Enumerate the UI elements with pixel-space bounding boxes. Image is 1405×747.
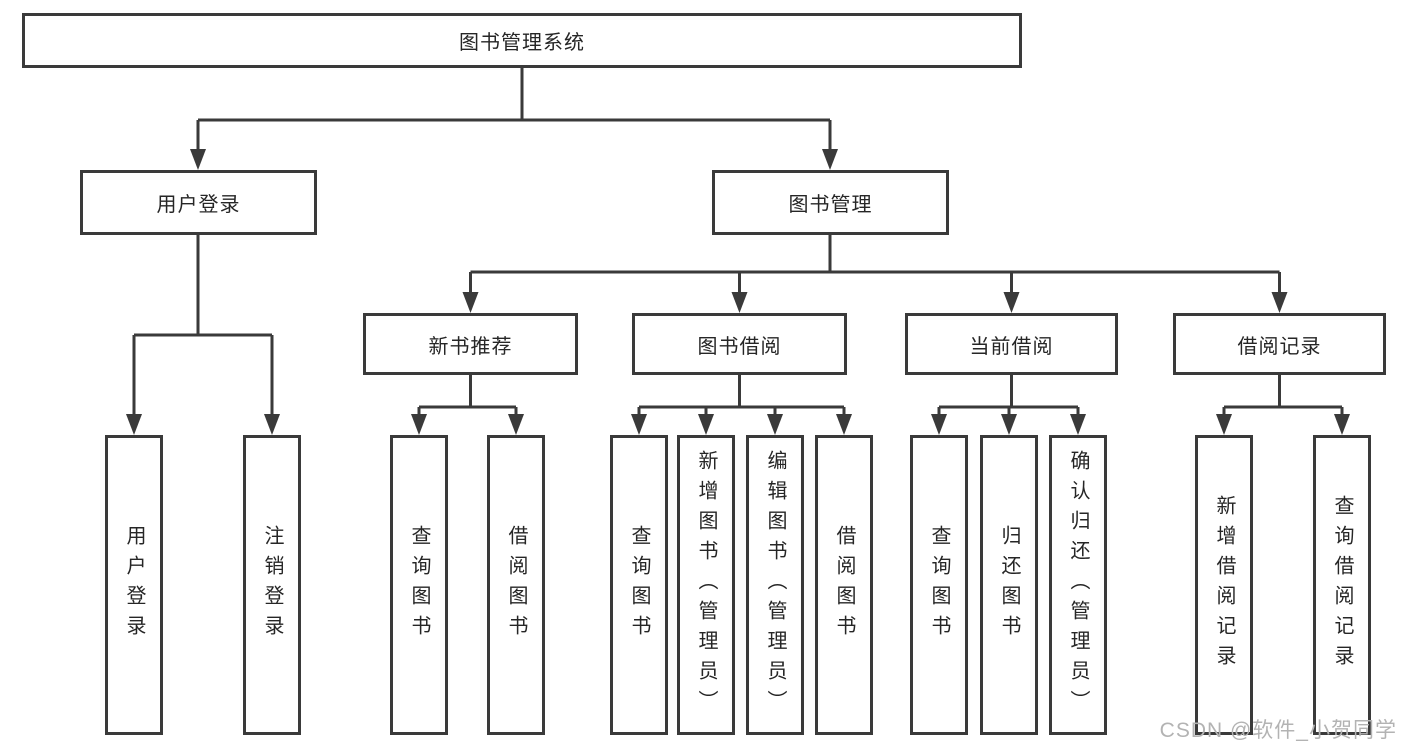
node-current-borrowing-label: 当前借阅 — [969, 335, 1054, 358]
leaf-user-login: 用户登录 — [105, 435, 163, 735]
leaf-rec-query-record-label: 查询借阅记录 — [1331, 495, 1353, 675]
leaf-nb-query-books: 查询图书 — [390, 435, 448, 735]
leaf-cb-query-books: 查询图书 — [910, 435, 968, 735]
leaf-cb-query-books-label: 查询图书 — [928, 525, 950, 645]
leaf-rec-add-record-label: 新增借阅记录 — [1213, 495, 1235, 675]
leaf-bb-add-books-admin: 新增图书（管理员） — [677, 435, 735, 735]
node-borrow-records: 借阅记录 — [1173, 313, 1386, 375]
leaf-bb-edit-books-admin-label: 编辑图书（管理员） — [764, 450, 786, 720]
csdn-watermark: CSDN @软件_小贺同学 — [1159, 719, 1397, 742]
leaf-rec-add-record: 新增借阅记录 — [1195, 435, 1253, 735]
node-book-management: 图书管理 — [712, 170, 949, 235]
node-user-login: 用户登录 — [80, 170, 317, 235]
node-book-borrowing: 图书借阅 — [632, 313, 847, 375]
node-current-borrowing: 当前借阅 — [905, 313, 1118, 375]
node-new-book-recommend-label: 新书推荐 — [428, 335, 513, 358]
leaf-nb-borrow-books-label: 借阅图书 — [505, 525, 527, 645]
leaf-bb-edit-books-admin: 编辑图书（管理员） — [746, 435, 804, 735]
leaf-bb-query-books-label: 查询图书 — [628, 525, 650, 645]
node-book-management-label: 图书管理 — [788, 194, 873, 216]
node-root-label: 图书管理系统 — [459, 32, 585, 54]
leaf-bb-borrow-books-label: 借阅图书 — [833, 525, 855, 645]
leaf-bb-add-books-admin-label: 新增图书（管理员） — [695, 450, 717, 720]
leaf-rec-query-record: 查询借阅记录 — [1313, 435, 1371, 735]
leaf-bb-query-books: 查询图书 — [610, 435, 668, 735]
leaf-user-login-label: 用户登录 — [123, 525, 145, 645]
leaf-logout-label: 注销登录 — [261, 525, 283, 645]
node-root-system: 图书管理系统 — [22, 13, 1022, 68]
leaf-cb-return-books: 归还图书 — [980, 435, 1038, 735]
leaf-cb-confirm-return-admin: 确认归还（管理员） — [1049, 435, 1107, 735]
leaf-nb-query-books-label: 查询图书 — [408, 525, 430, 645]
node-new-book-recommend: 新书推荐 — [363, 313, 578, 375]
leaf-cb-return-books-label: 归还图书 — [998, 525, 1020, 645]
arrowheads — [126, 149, 1350, 435]
leaf-cb-confirm-return-admin-label: 确认归还（管理员） — [1067, 450, 1089, 720]
node-borrow-records-label: 借阅记录 — [1237, 335, 1322, 358]
node-user-login-label: 用户登录 — [156, 194, 241, 216]
leaf-logout: 注销登录 — [243, 435, 301, 735]
leaf-bb-borrow-books: 借阅图书 — [815, 435, 873, 735]
leaf-nb-borrow-books: 借阅图书 — [487, 435, 545, 735]
node-book-borrowing-label: 图书借阅 — [697, 335, 782, 358]
